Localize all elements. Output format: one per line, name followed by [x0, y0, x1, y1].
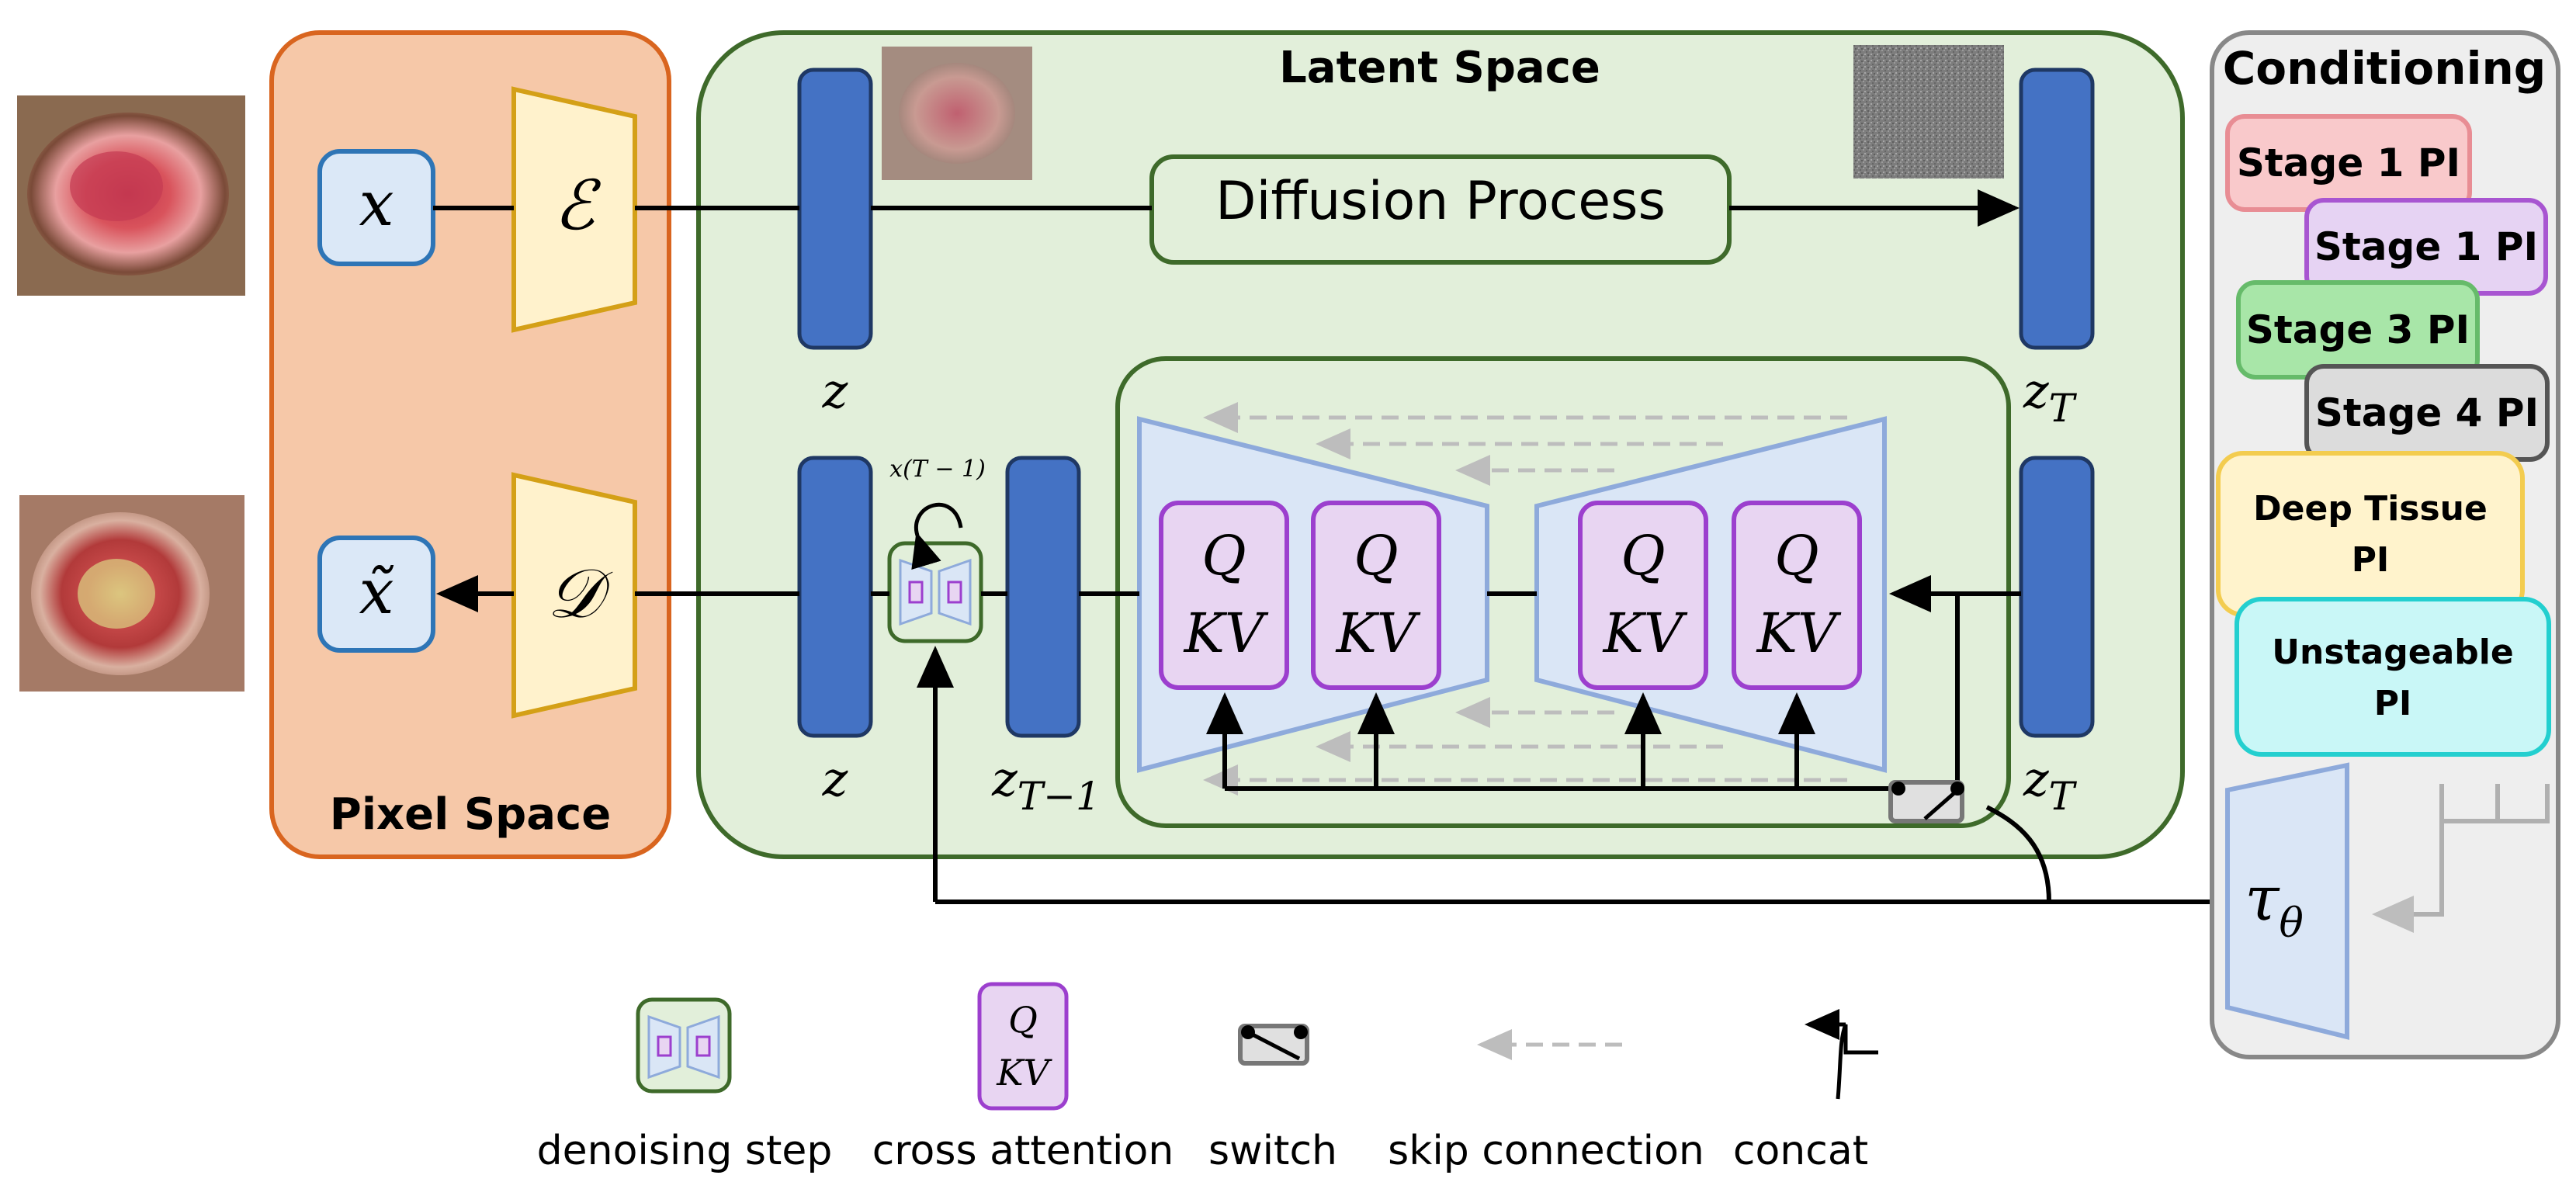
legend-denoising-step-icon: [636, 997, 732, 1094]
svg-text:Stage 1 PI: Stage 1 PI: [2237, 140, 2460, 185]
switch-icon-diagram: [1888, 780, 1964, 823]
svg-text:Q: Q: [1354, 524, 1398, 588]
cond-stage3[interactable]: Stage 3 PI: [2236, 280, 2480, 380]
output-wound-photo: [19, 495, 244, 692]
tau-symbol: τθ: [2245, 862, 2304, 947]
z-label-top: z: [822, 362, 848, 419]
svg-text:KV: KV: [1602, 601, 1688, 665]
denoising-step-icon: [887, 541, 983, 643]
decoder-trapezoid: [511, 472, 637, 719]
denoise-annotation: x(T − 1): [889, 456, 986, 483]
legend-cross-attention-label: cross attention: [872, 1128, 1174, 1174]
x-symbol: x: [359, 168, 394, 240]
legend-cross-attention-icon: Q KV: [977, 982, 1069, 1111]
svg-text:KV: KV: [996, 1052, 1052, 1094]
encoder-symbol: ℰ: [553, 165, 601, 245]
svg-text:KV: KV: [1183, 601, 1269, 665]
cond-stage4[interactable]: Stage 4 PI: [2304, 364, 2550, 462]
zT-label-bottom: zT: [2023, 750, 2078, 819]
denoise-loop-arrow: [911, 503, 963, 570]
legend-concat-label: concat: [1733, 1128, 1868, 1174]
zT-block-bottom: [2019, 456, 2095, 738]
legend-skip-connection-label: skip connection: [1388, 1128, 1704, 1174]
svg-text:Q: Q: [1008, 999, 1038, 1041]
legend-concat-icon: [1805, 1009, 1878, 1100]
svg-text:Q: Q: [1201, 524, 1246, 588]
svg-text:Stage 1 PI: Stage 1 PI: [2314, 224, 2538, 269]
attention-block-4: Q KV: [1732, 501, 1862, 690]
latent-wound-thumbnail: [882, 47, 1032, 180]
svg-text:KV: KV: [1756, 601, 1842, 665]
conditioning-title: Conditioning: [2223, 42, 2547, 95]
z-block-bottom: [797, 456, 873, 738]
diffusion-process-label: Diffusion Process: [1215, 171, 1666, 232]
svg-text:Q: Q: [1774, 524, 1818, 588]
x-tilde-symbol: x̃: [359, 556, 394, 628]
svg-text:Stage 4 PI: Stage 4 PI: [2315, 390, 2539, 435]
legend-switch-label: switch: [1208, 1128, 1337, 1174]
cond-gray-connectors: [2372, 784, 2550, 933]
legend-switch-icon: [1238, 1024, 1309, 1066]
tau-encoder-trapezoid: [2225, 762, 2349, 1040]
zT1-block: [1005, 456, 1081, 738]
svg-text:Stage 3 PI: Stage 3 PI: [2246, 307, 2470, 352]
noise-thumbnail: [1853, 45, 2004, 179]
attention-block-3: Q KV: [1578, 501, 1708, 690]
main-connections: [433, 189, 2218, 904]
z-block-top: [797, 68, 873, 350]
zT-block-top: [2019, 68, 2095, 350]
skip-connections: [1203, 402, 1847, 796]
legend: denoising step Q KV cross attention swit…: [537, 982, 1878, 1174]
input-wound-photo: [17, 95, 245, 296]
attention-block-2: Q KV: [1311, 501, 1441, 690]
cond-stage1-b[interactable]: Stage 1 PI: [2304, 198, 2548, 296]
zT-label-top: zT: [2023, 362, 2078, 431]
attention-block-1: Q KV: [1159, 501, 1289, 690]
cond-stage1-a[interactable]: Stage 1 PI: [2225, 114, 2472, 212]
pixel-space-title: Pixel Space: [330, 789, 611, 840]
zT1-label: zT−1: [991, 750, 1101, 819]
x-tilde-box: [317, 536, 435, 653]
svg-text:Q: Q: [1621, 524, 1665, 588]
encoder-trapezoid: [511, 86, 637, 333]
z-label-bottom: z: [822, 750, 848, 807]
latent-space-title: Latent Space: [1279, 43, 1600, 93]
svg-text:KV: KV: [1335, 601, 1421, 665]
legend-denoising-step-label: denoising step: [537, 1128, 833, 1174]
